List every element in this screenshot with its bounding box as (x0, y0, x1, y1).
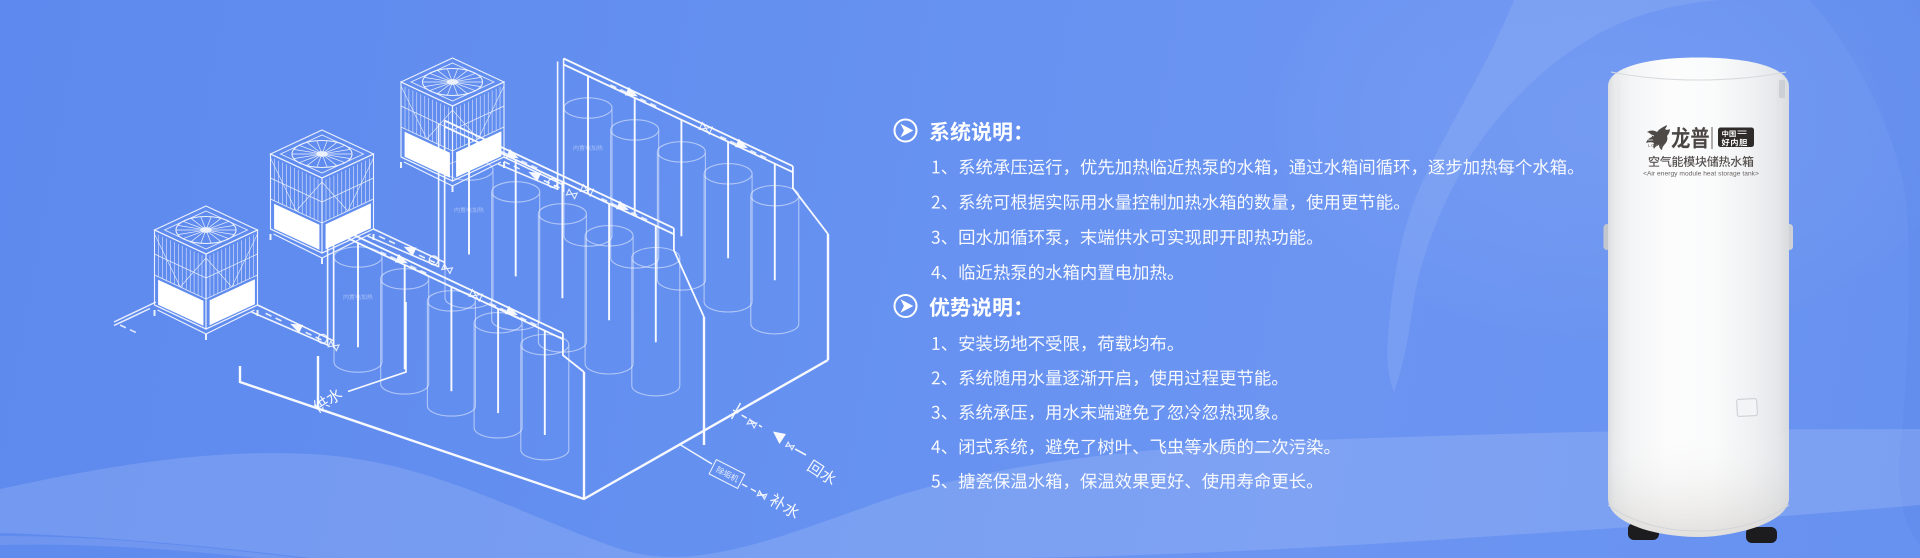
svg-text:<Air energy module heat storag: <Air energy module heat storage tank> (1643, 171, 1759, 178)
svg-text:LOPU: LOPU (1648, 143, 1663, 148)
